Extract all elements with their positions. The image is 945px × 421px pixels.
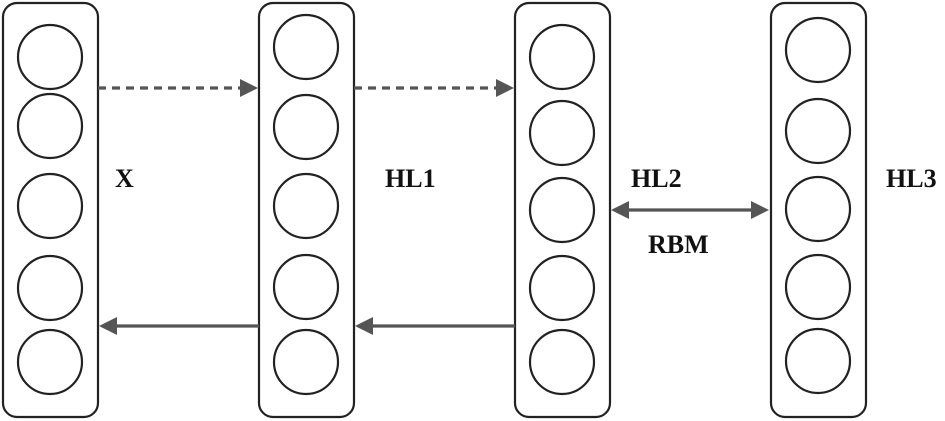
- arrow-hl1-to-x: [99, 317, 259, 335]
- layer-label-hl1: HL1: [385, 164, 436, 193]
- neuron-hl1-5: [272, 328, 340, 396]
- neuron-hl2-1: [528, 23, 596, 91]
- neuron-x-2: [16, 92, 84, 160]
- neuron-hl3-5: [784, 327, 852, 395]
- neuron-x-5: [16, 328, 84, 396]
- arrow-x-to-hl1: [98, 79, 258, 97]
- layer-hl3: [769, 1, 868, 419]
- neuron-hl2-2: [528, 99, 596, 167]
- rbm-label: RBM: [648, 230, 709, 259]
- neuron-x-1: [16, 23, 84, 91]
- layer-label-hl3: HL3: [886, 164, 937, 193]
- neuron-hl3-4: [784, 253, 852, 321]
- layer-hl2: [513, 1, 612, 419]
- neuron-hl2-5: [528, 328, 596, 396]
- neuron-hl1-4: [272, 253, 340, 321]
- arrow-rbm-hl2-hl3: [611, 201, 769, 219]
- neuron-hl2-4: [528, 254, 596, 322]
- neuron-hl2-3: [528, 176, 596, 244]
- layer-x: [1, 1, 100, 419]
- neuron-hl3-2: [784, 97, 852, 165]
- layer-label-x: X: [115, 164, 134, 193]
- neuron-hl3-3: [784, 175, 852, 243]
- neuron-x-4: [16, 254, 84, 322]
- neuron-hl3-1: [784, 16, 852, 84]
- layer-hl1: [257, 1, 356, 419]
- arrow-hl1-to-hl2: [354, 79, 514, 97]
- neuron-hl1-1: [272, 13, 340, 81]
- neuron-x-3: [16, 172, 84, 240]
- layer-label-hl2: HL2: [631, 164, 682, 193]
- neuron-hl1-2: [272, 93, 340, 161]
- arrow-hl2-to-hl1: [355, 317, 515, 335]
- neuron-hl1-3: [272, 172, 340, 240]
